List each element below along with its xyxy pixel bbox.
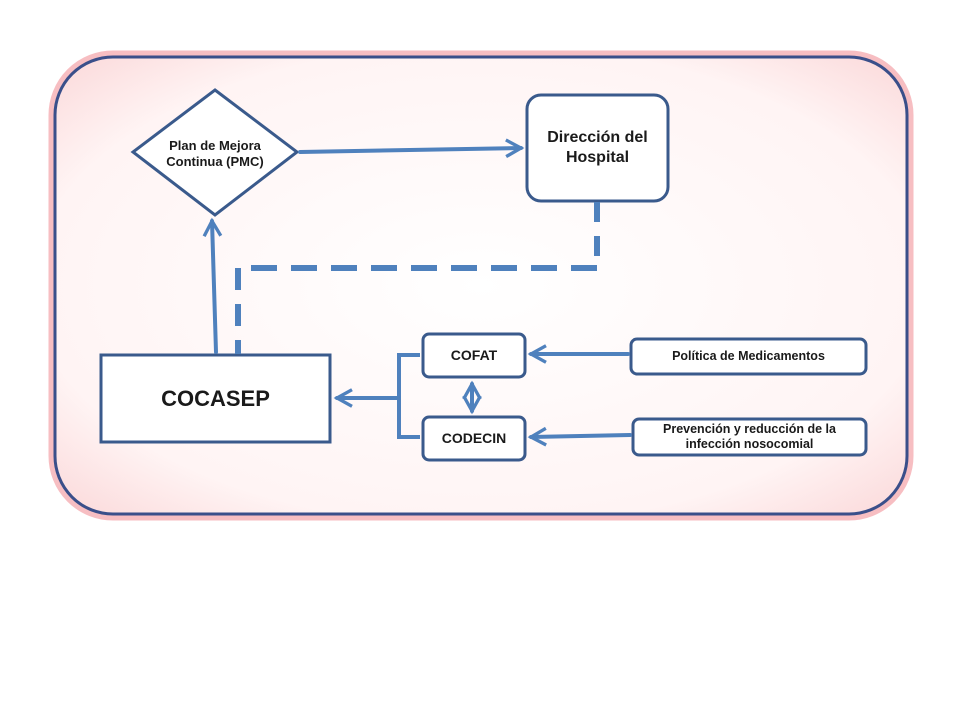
politica-box[interactable] <box>629 337 868 376</box>
direccion-label: Dirección del Hospital <box>547 129 648 166</box>
cofat-box[interactable] <box>421 332 527 379</box>
direccion-box[interactable] <box>525 93 670 203</box>
cofat-label: COFAT <box>450 346 498 363</box>
cocasep-box[interactable] <box>99 353 332 444</box>
edge-pmc-to-direccion <box>298 148 521 152</box>
prevencion-label: Prevención y reducción de la infección n… <box>663 422 836 451</box>
outer-frame-glow <box>48 50 914 521</box>
pmc-diamond[interactable] <box>130 88 300 217</box>
codecin-box[interactable] <box>421 415 527 462</box>
prevencion-box[interactable] <box>631 417 868 457</box>
codecin-label: CODECIN <box>441 429 507 446</box>
edge-prevencion-to-codecin <box>531 435 632 437</box>
pmc-label: Plan de Mejora Continua (PMC) <box>166 137 264 169</box>
cocasep-label: COCASEP <box>161 385 270 411</box>
politica-label: Política de Medicamentos <box>672 348 825 363</box>
edge-cocasep-to-pmc <box>212 221 216 354</box>
